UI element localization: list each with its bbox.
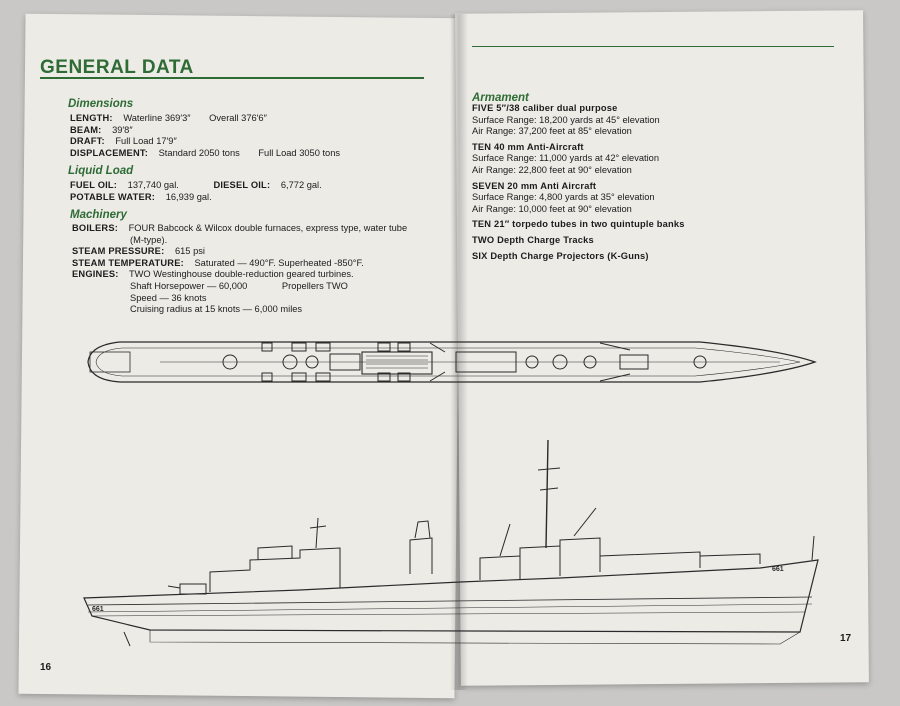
boilers-cont: (M-type). xyxy=(130,234,168,245)
potable-row: POTABLE WATER: 16,939 gal. xyxy=(70,192,322,204)
torpedo-tubes: TEN 21″ torpedo tubes in two quintuple b… xyxy=(472,219,685,230)
engines-value: TWO Westinghouse double-reduction geared… xyxy=(128,269,354,280)
boilers-value: FOUR Babcock & Wilcox double furnaces, e… xyxy=(128,223,408,233)
beam-value: 39′8″ xyxy=(112,124,133,135)
depth-charge-projectors: SIX Depth Charge Projectors (K-Guns) xyxy=(472,250,649,261)
boilers-label: BOILERS: xyxy=(72,223,119,233)
speed: Speed — 36 knots xyxy=(130,292,207,303)
length-overall: Overall 376′6″ xyxy=(209,113,267,123)
diesel-oil-value: 6,772 gal. xyxy=(280,180,322,190)
forty-mm-title: TEN 40 mm Anti-Aircraft xyxy=(472,141,584,152)
twenty-mm-air: Air Range: 10,000 feet at 90° elevation xyxy=(472,203,632,214)
length-waterline: Waterline 369′3″ xyxy=(123,113,191,123)
steam-temp-label: STEAM TEMPERATURE: xyxy=(72,257,184,268)
fuel-row: FUEL OIL: 137,740 gal. DIESEL OIL: 6,772… xyxy=(70,180,322,192)
draft-value: Full Load 17′9″ xyxy=(115,136,177,147)
cruising-radius: Cruising radius at 15 knots — 6,000 mile… xyxy=(130,304,303,315)
engines-label: ENGINES: xyxy=(72,269,119,280)
fuel-oil-value: 137,740 gal. xyxy=(127,180,179,190)
twenty-mm-surface: Surface Range: 4,800 yards at 35° elevat… xyxy=(472,192,655,203)
five-inch-surface: Surface Range: 18,200 yards at 45° eleva… xyxy=(472,114,660,125)
beam-row: BEAM: 39′8″ xyxy=(70,125,340,137)
liquid-load-block: FUEL OIL: 137,740 gal. DIESEL OIL: 6,772… xyxy=(70,180,322,203)
depth-charge-tracks: TWO Depth Charge Tracks xyxy=(472,234,594,245)
deck-plan-drawing xyxy=(87,341,817,383)
machinery-block: BOILERS: FOUR Babcock & Wilcox double fu… xyxy=(72,223,407,316)
header-rule-right xyxy=(472,46,834,47)
side-profile-drawing xyxy=(83,439,819,647)
draft-row: DRAFT: Full Load 17′9″ xyxy=(70,136,340,148)
boilers-cont-row: (M-type). xyxy=(72,235,407,247)
fuel-oil-label: FUEL OIL: xyxy=(70,180,118,190)
twenty-mm-title: SEVEN 20 mm Anti Aircraft xyxy=(472,180,597,191)
page-number-right: 17 xyxy=(840,633,852,644)
steam-temp-row: STEAM TEMPERATURE: Saturated — 490°F. Su… xyxy=(72,258,407,270)
cruising-row: Cruising radius at 15 knots — 6,000 mile… xyxy=(72,304,407,316)
title-rule xyxy=(40,77,424,79)
page-number-left: 16 xyxy=(40,662,52,673)
liquid-load-heading: Liquid Load xyxy=(68,165,134,177)
propellers: Propellers TWO xyxy=(281,280,348,291)
five-inch-air: Air Range: 37,200 feet at 85° elevation xyxy=(472,126,632,137)
boilers-row: BOILERS: FOUR Babcock & Wilcox double fu… xyxy=(72,223,407,235)
page-title: GENERAL DATA xyxy=(40,57,194,78)
draft-label: DRAFT: xyxy=(70,136,105,147)
steam-pressure-label: STEAM PRESSURE: xyxy=(72,246,165,257)
dimensions-block: LENGTH: Waterline 369′3″ Overall 376′6″ … xyxy=(70,113,340,159)
armament-heading: Armament xyxy=(472,92,529,104)
forty-mm-air: Air Range: 22,800 feet at 90° elevation xyxy=(472,164,632,175)
steam-temp-value: Saturated — 490°F. Superheated -850°F. xyxy=(194,257,364,268)
length-row: LENGTH: Waterline 369′3″ Overall 376′6″ xyxy=(70,113,340,125)
steam-pressure-row: STEAM PRESSURE: 615 psi xyxy=(72,246,407,258)
steam-pressure-value: 615 psi xyxy=(174,246,205,257)
length-label: LENGTH: xyxy=(70,113,113,123)
shaft-row: Shaft Horsepower — 60,000 Propellers TWO xyxy=(72,281,407,293)
machinery-heading: Machinery xyxy=(70,209,127,221)
hull-number-right: 661 xyxy=(772,566,784,573)
potable-water-value: 16,939 gal. xyxy=(165,191,212,202)
displacement-label: DISPLACEMENT: xyxy=(70,147,149,158)
hull-number-left: 661 xyxy=(92,606,104,613)
beam-label: BEAM: xyxy=(70,124,102,135)
shaft-horsepower: Shaft Horsepower — 60,000 xyxy=(130,280,248,291)
engines-row: ENGINES: TWO Westinghouse double-reducti… xyxy=(72,269,407,281)
potable-water-label: POTABLE WATER: xyxy=(70,191,156,202)
displacement-row: DISPLACEMENT: Standard 2050 tons Full Lo… xyxy=(70,148,340,160)
diesel-oil-label: DIESEL OIL: xyxy=(213,180,271,190)
five-inch-title: FIVE 5″/38 caliber dual purpose xyxy=(472,103,618,113)
displacement-standard: Standard 2050 tons xyxy=(158,147,240,158)
armament-block: FIVE 5″/38 caliber dual purpose Surface … xyxy=(472,103,685,262)
speed-row: Speed — 36 knots xyxy=(72,293,407,305)
forty-mm-surface: Surface Range: 11,000 yards at 42° eleva… xyxy=(472,153,660,164)
dimensions-heading: Dimensions xyxy=(68,98,134,110)
displacement-full: Full Load 3050 tons xyxy=(258,147,341,158)
